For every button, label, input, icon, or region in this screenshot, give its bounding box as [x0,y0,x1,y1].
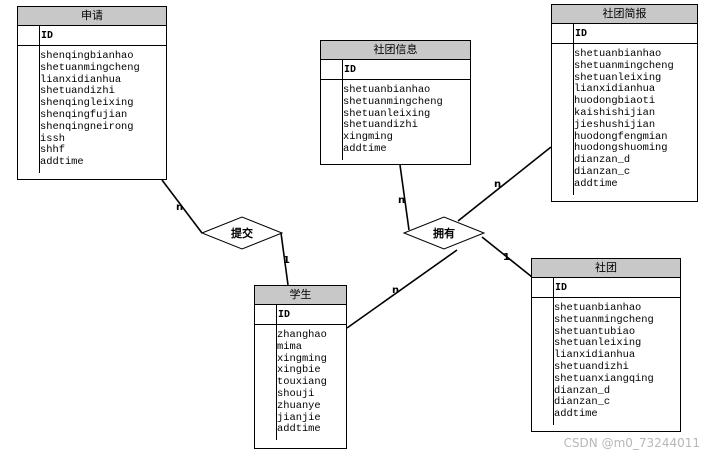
entity-attribute: dianzan_d [554,384,611,397]
entity-attribute: addtime [277,423,321,436]
entity-primary-key: ID [321,60,470,80]
entity-attribute: shenqingleixing [40,97,134,110]
entity-primary-key: ID [552,24,697,44]
entity-attribute: dianzan_d [574,154,631,167]
cardinality-xinxi: n [398,195,405,206]
entity-attribute: shenqingneirong [40,120,134,133]
cardinality-shetuan: 1 [503,252,510,263]
entity-attribute: shetuanleixing [574,71,662,84]
entity-title: 社团 [532,259,680,278]
entity-column-divider [342,60,343,160]
entity-attribute: huodongfengmian [574,130,668,143]
entity-attribute: xingming [277,352,327,365]
cardinality-jianbao: n [494,179,501,190]
entity-attribute: addtime [40,156,84,169]
entity-title: 社团信息 [321,41,470,60]
entity-title: 学生 [255,286,346,305]
entity-attribute: lianxidianhua [554,349,636,362]
entity-attribute: xingbie [277,364,321,377]
entity-column-divider [573,24,574,195]
entity-attribute: mima [277,340,302,353]
entity-primary-key: ID [532,278,680,298]
entity-attribute: shetuanbianhao [574,48,662,60]
entity-attribute: shetuanmingcheng [40,61,140,74]
entity-attribute: shetuanmingcheng [574,59,674,72]
entity-column-divider [553,278,554,425]
relation-tijiao-label: 提交 [231,226,253,240]
entity-attribute: zhanghao [277,329,327,341]
relation-yongyou-label: 拥有 [433,226,455,240]
entity-attribute: shenqingfujian [40,108,128,121]
entity-attribute: lianxidianhua [574,83,656,96]
entity-attribute: huodongshuoming [574,142,668,155]
connector-jianbao-yongyou [457,146,552,222]
entity-attribute: issh [40,132,65,145]
entity-attribute: shetuanleixing [554,337,642,350]
connector-shenqing-tijiao [161,179,203,234]
entity-attribute: huodongbiaoti [574,95,656,108]
entity-attribute: xingming [343,131,393,144]
entity-attribute: shetuandizhi [554,360,629,373]
entity-attribute: shetuanmingcheng [343,95,443,108]
entity-primary-key: ID [18,26,166,46]
entity-attribute: shetuanbianhao [554,302,642,314]
entity-title: 社团简报 [552,5,697,24]
relation-yongyou-diamond [402,216,486,250]
entity-attribute: shouji [277,387,315,400]
entity-attribute: shetuanxiangqing [554,372,654,385]
entity-attribute: addtime [574,177,618,190]
entity-attribute: addtime [343,142,387,155]
entity-attribute: dianzan_c [554,396,611,409]
entity-attribute: touxiang [277,376,327,389]
watermark-text: CSDN @m0_73244011 [563,436,700,450]
entity-column-divider [276,305,277,441]
entity-attribute: lianxidianhua [40,73,122,86]
cardinality-shenqing: n [176,202,183,213]
cardinality-xuesheng-tijiao: 1 [283,255,290,266]
connector-yongyou-shetuan [481,236,533,278]
connector-tijiao-xuesheng [280,232,289,286]
entity-attribute: shetuandizhi [343,119,418,132]
cardinality-xuesheng-yongyou: n [392,285,399,296]
entity-column-divider [39,26,40,173]
entity-attribute: shetuanmingcheng [554,313,654,326]
entity-attribute: addtime [554,408,598,421]
entity-attribute: shetuantubiao [554,325,636,338]
entity-attribute: zhuanye [277,399,321,412]
connector-yongyou-xuesheng [346,249,458,329]
entity-attribute: jieshushijian [574,118,656,131]
entity-attribute: shhf [40,144,65,157]
entity-title: 申请 [18,7,166,26]
connector-xinxi-yongyou [399,164,410,231]
entity-attribute: shetuanleixing [343,107,431,120]
relation-tijiao-diamond [200,216,284,250]
entity-attribute: jianjie [277,411,321,424]
entity-attribute: dianzan_c [574,165,631,178]
entity-attribute: shenqingbianhao [40,50,134,62]
entity-attribute: kaishishijian [574,106,656,119]
entity-attribute: shetuanbianhao [343,84,431,96]
entity-attribute: shetuandizhi [40,85,115,98]
entity-primary-key: ID [255,305,346,325]
